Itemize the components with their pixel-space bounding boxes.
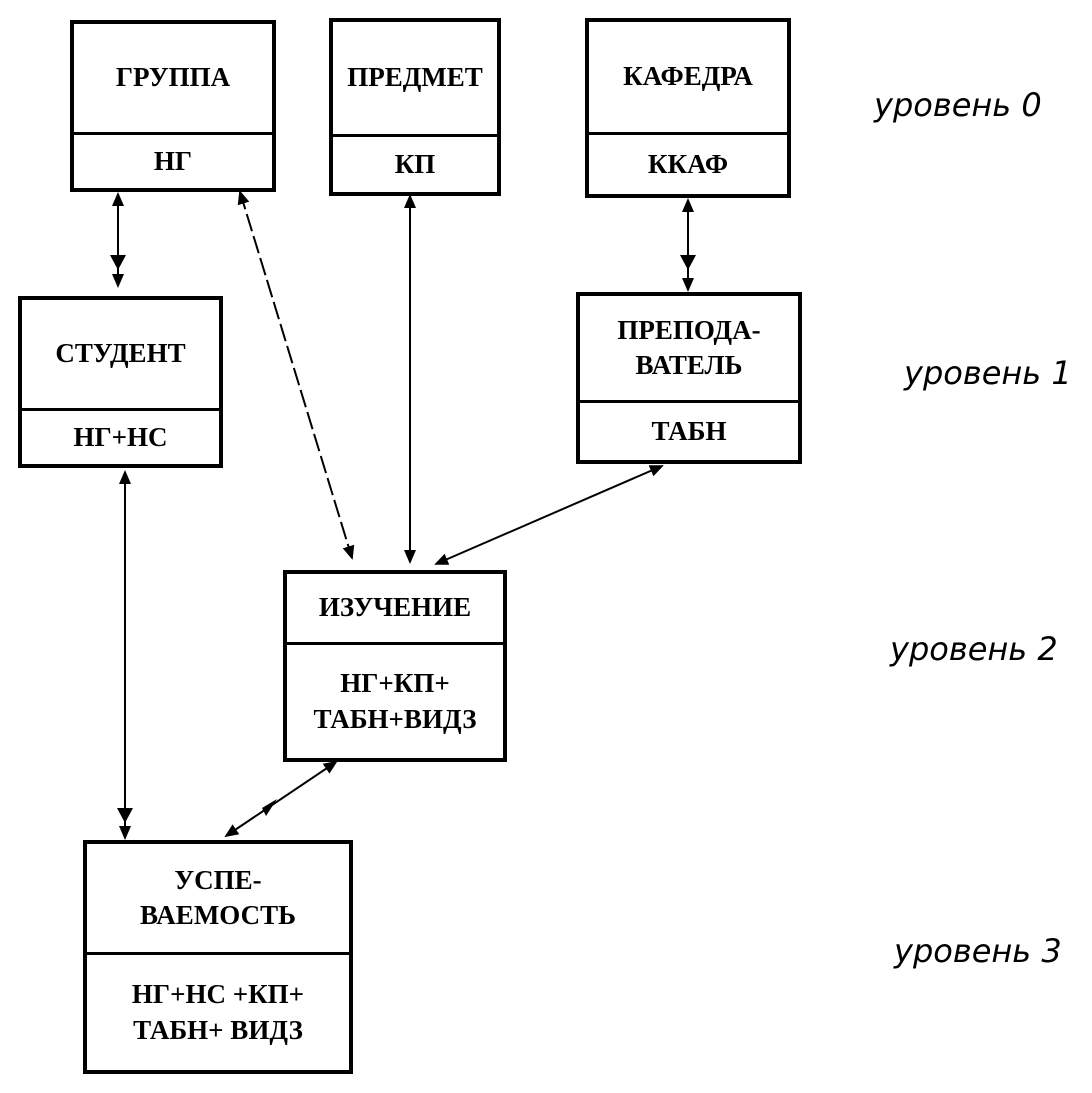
entity-izuchenie: ИЗУЧЕНИЕ НГ+КП+ ТАБН+ВИДЗ bbox=[283, 570, 507, 762]
entity-name-kafedra: КАФЕДРА bbox=[623, 61, 753, 92]
entity-name-uspevaemost: УСПЕ- ВАЕМОСТЬ bbox=[140, 864, 296, 930]
entity-prepodavatel: ПРЕПОДА- ВАТЕЛЬ ТАБН bbox=[576, 292, 802, 464]
entity-name-predmet: ПРЕДМЕТ bbox=[347, 62, 483, 93]
entity-name-gruppa: ГРУППА bbox=[115, 62, 231, 93]
entity-key-prepodavatel: ТАБН bbox=[580, 400, 798, 460]
entity-key-predmet: КП bbox=[333, 134, 497, 192]
level-label-0: уровень 0 bbox=[874, 86, 1042, 124]
link-izuchenie-uspevaemost bbox=[224, 760, 338, 838]
entity-uspevaemost: УСПЕ- ВАЕМОСТЬ НГ+НС +КП+ ТАБН+ ВИДЗ bbox=[83, 840, 353, 1074]
link-gruppa-izuchenie bbox=[237, 190, 355, 560]
entity-name-prepodavatel: ПРЕПОДА- ВАТЕЛЬ bbox=[617, 314, 761, 380]
entity-key-uspevaemost: НГ+НС +КП+ ТАБН+ ВИДЗ bbox=[87, 952, 349, 1070]
entity-gruppa: ГРУППА НГ bbox=[70, 20, 276, 192]
entity-key-izuchenie: НГ+КП+ ТАБН+ВИДЗ bbox=[287, 642, 503, 758]
level-label-3: уровень 3 bbox=[894, 932, 1062, 970]
entity-kafedra: КАФЕДРА ККАФ bbox=[585, 18, 791, 198]
entity-predmet: ПРЕДМЕТ КП bbox=[329, 18, 501, 196]
link-prepodavatel-izuchenie bbox=[434, 465, 664, 565]
entity-key-kafedra: ККАФ bbox=[589, 132, 787, 194]
link-kafedra-prepodavatel bbox=[680, 198, 696, 292]
entity-name-student: СТУДЕНТ bbox=[55, 338, 186, 369]
link-gruppa-student bbox=[110, 192, 126, 288]
link-student-uspevaemost bbox=[117, 470, 133, 840]
entity-student: СТУДЕНТ НГ+НС bbox=[18, 296, 223, 468]
entity-key-student: НГ+НС bbox=[22, 408, 219, 464]
entity-name-izuchenie: ИЗУЧЕНИЕ bbox=[318, 592, 472, 623]
level-label-2: уровень 2 bbox=[890, 630, 1058, 668]
entity-key-gruppa: НГ bbox=[74, 132, 272, 188]
level-label-1: уровень 1 bbox=[904, 354, 1072, 392]
